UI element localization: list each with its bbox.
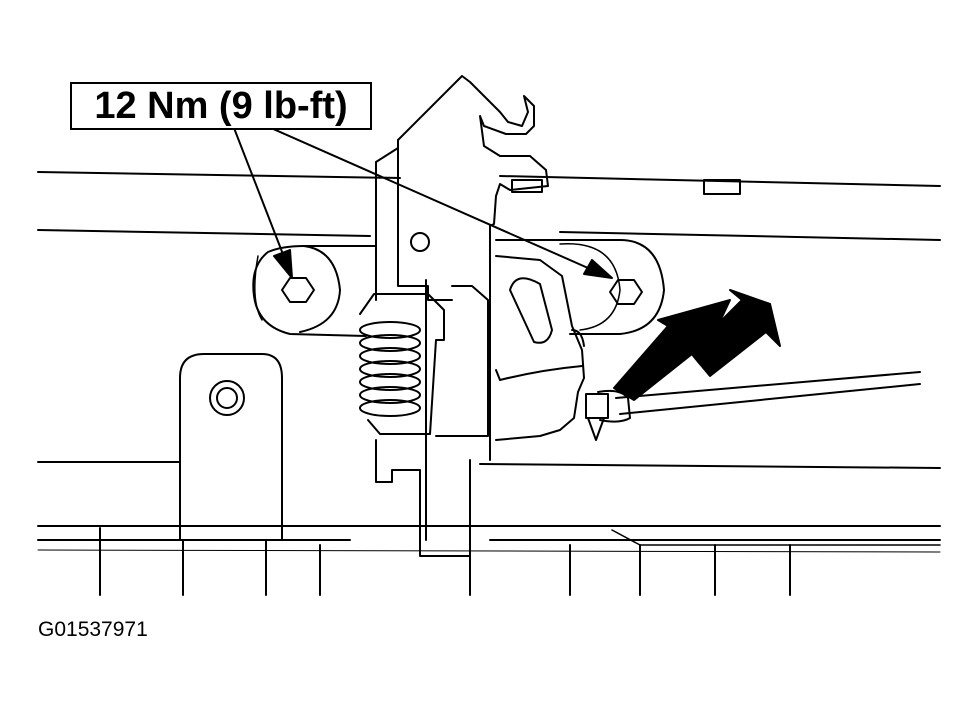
torque-spec-label: 12 Nm (9 lb-ft) <box>94 85 348 127</box>
left-mounting-ear <box>252 245 377 337</box>
pointer-arrow-icon <box>613 289 781 401</box>
plate-hole <box>410 232 430 252</box>
support-bracket <box>179 353 283 541</box>
right-mounting-ear <box>495 239 665 335</box>
torque-callout: 12 Nm (9 lb-ft) <box>70 82 372 130</box>
torque-leader-lines <box>233 123 613 279</box>
latch-mechanism <box>435 255 585 441</box>
radiator-support-lines <box>37 171 941 596</box>
leader-arrowhead-right <box>583 259 613 279</box>
release-cable <box>585 371 921 441</box>
figure-id: G01537971 <box>38 618 148 641</box>
coil-spring <box>359 293 445 541</box>
leader-arrowhead-left <box>273 249 293 279</box>
bracket-hole <box>209 380 245 416</box>
right-bolt-icon <box>609 279 643 305</box>
left-bolt-icon <box>281 277 315 303</box>
latch-plate <box>375 75 741 557</box>
